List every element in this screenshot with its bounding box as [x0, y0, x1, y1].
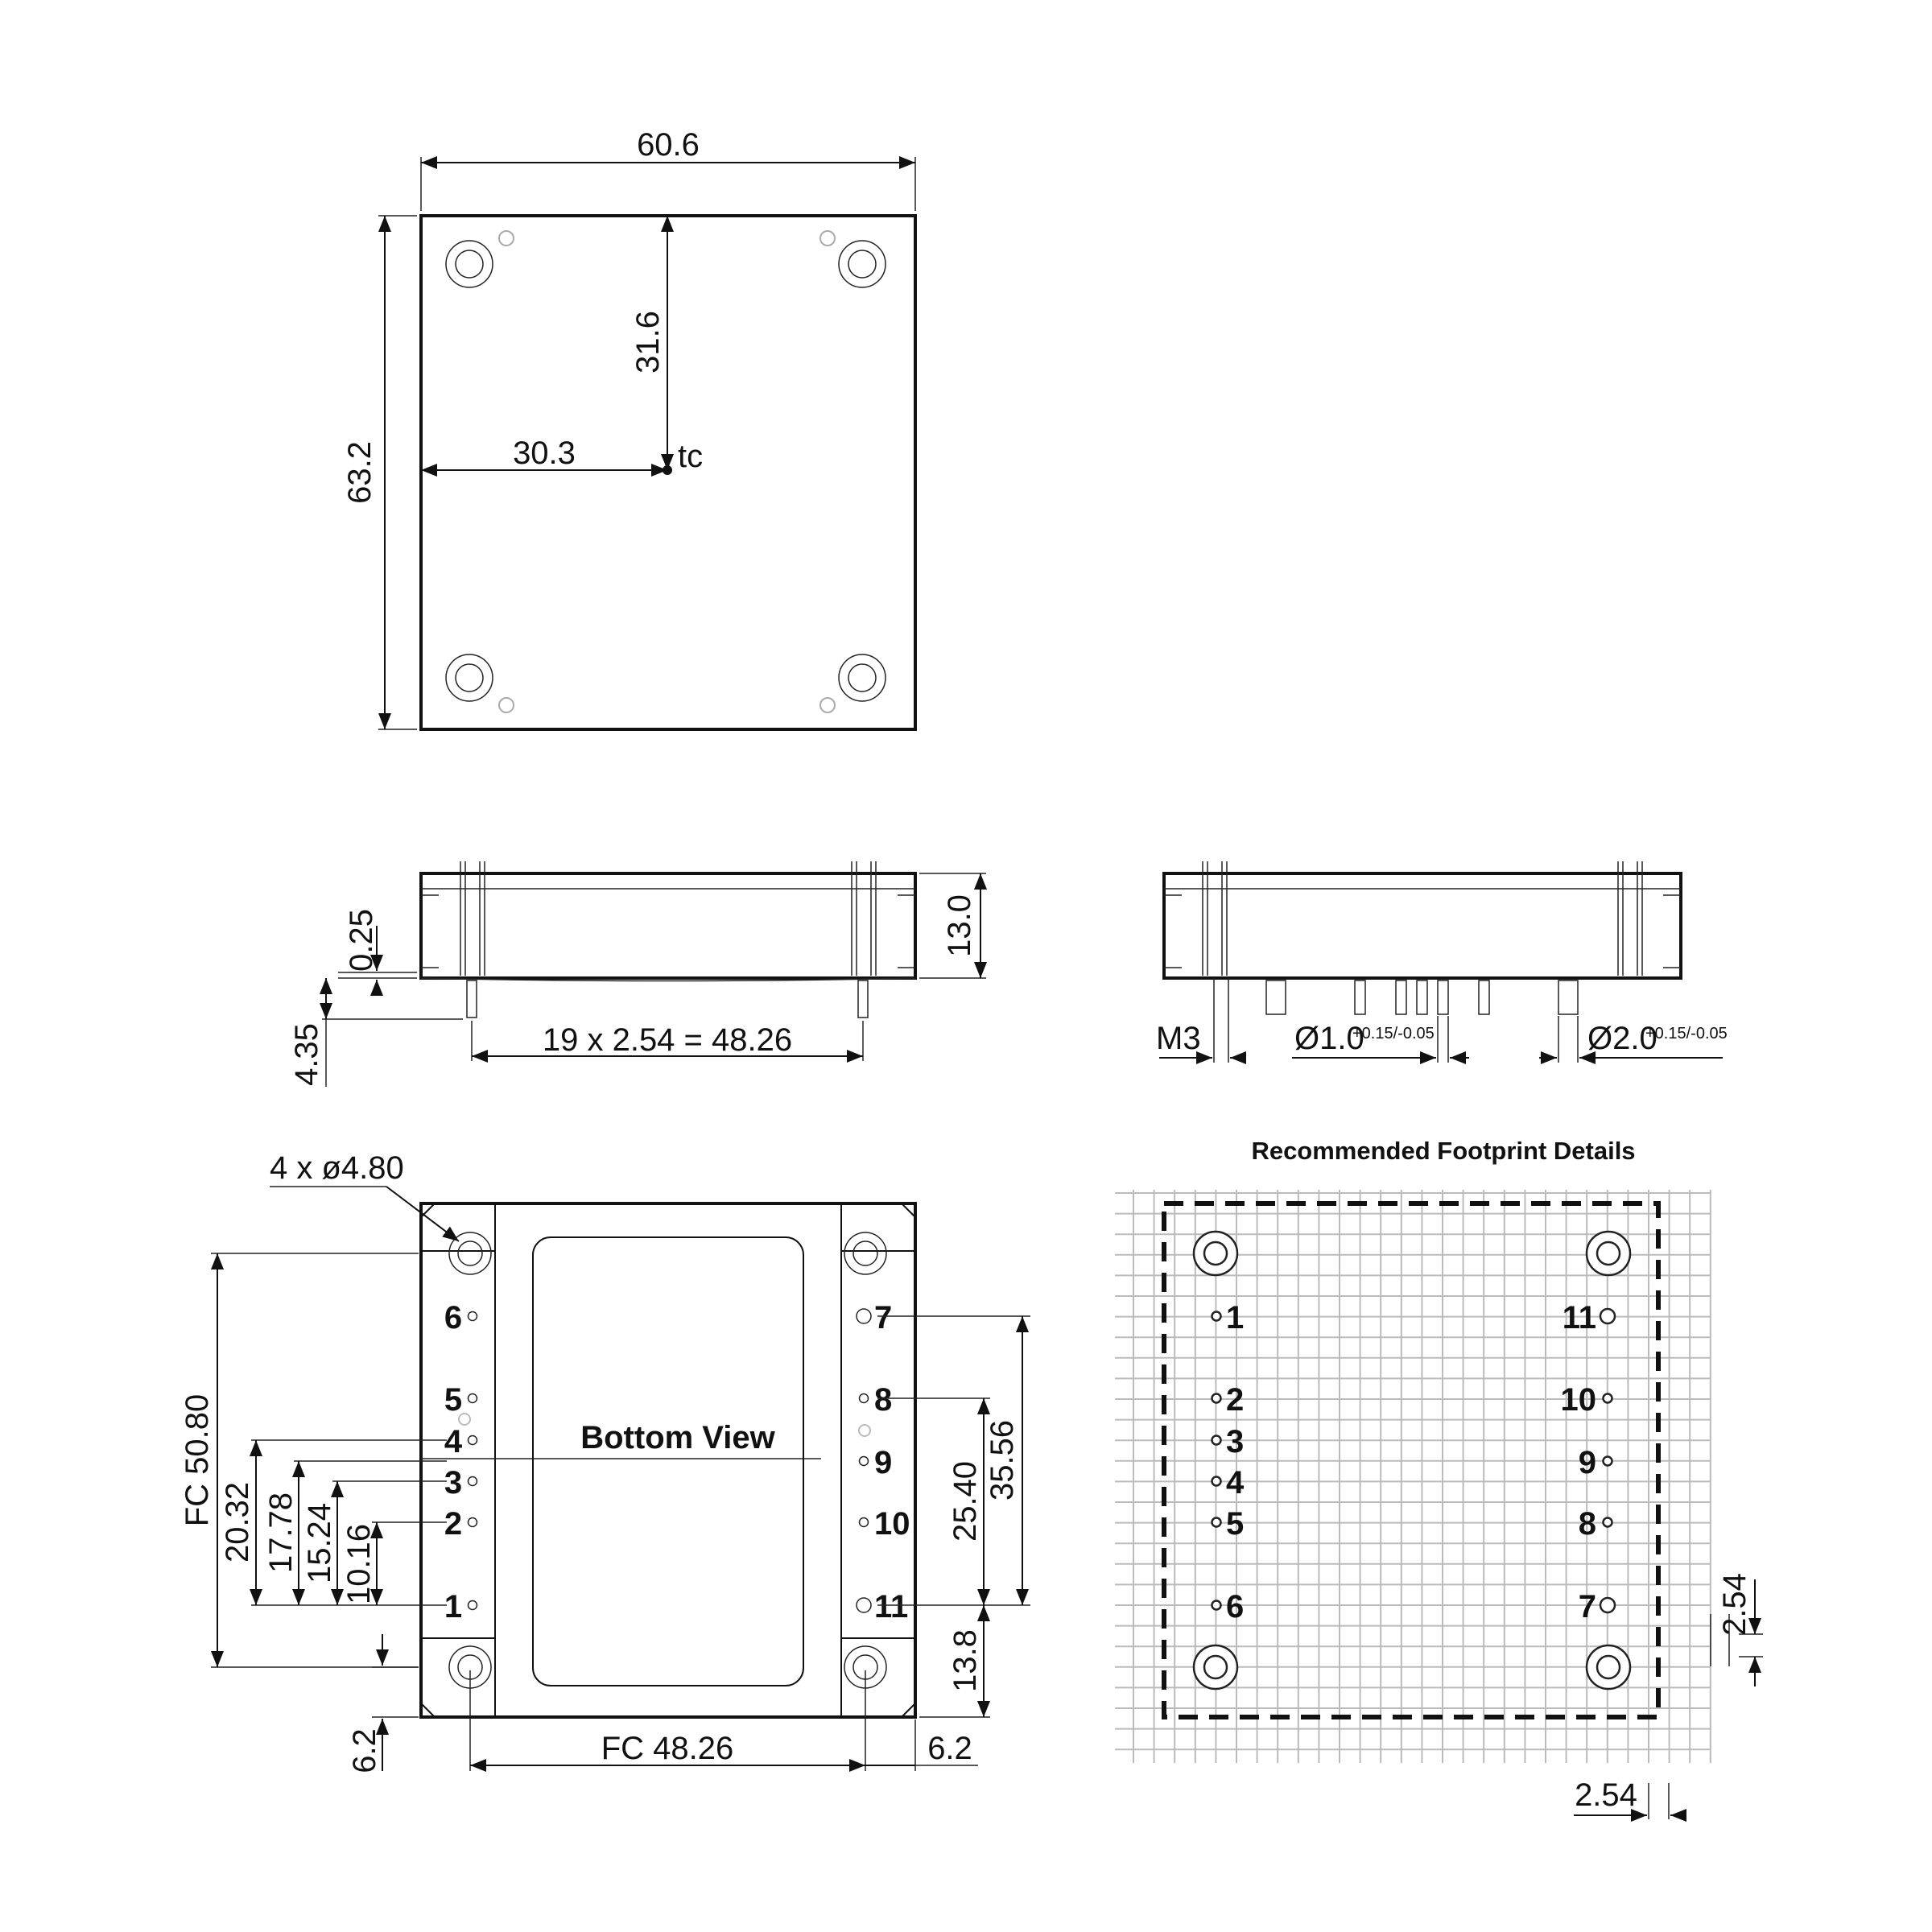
pin-label: 6 [444, 1300, 462, 1335]
pin-label: 8 [874, 1382, 892, 1418]
pin-label: 10 [1561, 1382, 1597, 1418]
pin-label: 3 [1226, 1424, 1244, 1459]
mount-hole-icon [838, 654, 886, 702]
top-height-label: 63.2 [342, 441, 378, 504]
dim-label: 15.24 [302, 1503, 337, 1583]
pin-label: 9 [1579, 1445, 1596, 1480]
pin-label: 1 [1226, 1300, 1244, 1335]
top-width-label: 60.6 [637, 127, 700, 163]
pin-label: 4 [444, 1424, 463, 1459]
pin-label: 3 [444, 1465, 462, 1501]
dim-label: 25.40 [947, 1461, 983, 1542]
pin-label: 2 [444, 1506, 462, 1542]
pin [458, 1311, 478, 1611]
pad [1599, 1307, 1616, 1614]
thread-label: M3 [1156, 1021, 1201, 1056]
pin-label: 5 [1226, 1506, 1244, 1542]
mount-holes-label: 4 x ø4.80 [270, 1150, 404, 1186]
dim-label: 17.78 [263, 1492, 299, 1573]
dim-label: FC 48.26 [601, 1731, 734, 1766]
pin-large-tol-label: +0.15/-0.05 [1645, 1025, 1728, 1042]
tc-y-label: 31.6 [630, 311, 666, 374]
pitch-formula-label: 19 x 2.54 = 48.26 [543, 1022, 792, 1058]
dim-label: 13.8 [947, 1629, 983, 1692]
pin-label: 2 [1226, 1382, 1244, 1418]
dim-label: 6.2 [347, 1728, 382, 1773]
pin-label: 7 [874, 1300, 892, 1335]
tc-point [663, 465, 672, 475]
pin-label: 4 [1226, 1465, 1245, 1501]
tc-label: tc [678, 439, 703, 474]
side-view-right: M3 Ø1.0 +0.15/-0.05 Ø2.0 +0.15/-0.05 [1156, 861, 1728, 1064]
pin-large-dia-label: Ø2.0 [1587, 1021, 1657, 1056]
mount-hole-icon [838, 240, 886, 288]
pin-label: 6 [1226, 1589, 1244, 1624]
dim-label: 35.56 [985, 1420, 1020, 1501]
pin-label: 11 [874, 1589, 908, 1624]
mount-hole-icon [1585, 1644, 1632, 1690]
dim-label: 20.32 [220, 1482, 255, 1563]
grid-pitch-vertical-label: 2.54 [1717, 1573, 1752, 1636]
top-view: 60.6 63.2 31.6 30.3 tc [342, 127, 917, 731]
pin-label: 9 [874, 1445, 892, 1480]
mount-hole-icon [844, 1232, 887, 1275]
pin-label: 1 [444, 1589, 462, 1624]
dim-label: 6.2 [927, 1731, 972, 1766]
bottom-view: Bottom View 4 x ø4.80 6 5 4 3 2 1 [180, 1150, 1030, 1773]
grid-pitch-horizontal-label: 2.54 [1575, 1777, 1637, 1813]
pad [1211, 1311, 1222, 1611]
mount-hole-icon [448, 1232, 492, 1275]
pin-label: 8 [1579, 1506, 1596, 1542]
mount-hole-icon [1192, 1644, 1239, 1690]
mount-hole-icon [445, 240, 493, 288]
pin-label: 7 [1579, 1589, 1596, 1624]
pin-label: 10 [874, 1506, 910, 1542]
side-view-left: 13.0 0.25 4.35 19 x 2.54 = 48.26 [289, 861, 987, 1087]
side-height-label: 13.0 [942, 894, 977, 957]
pin-label: 5 [444, 1382, 462, 1418]
dim-label: FC 50.80 [180, 1394, 215, 1527]
pin-length-label: 4.35 [289, 1023, 324, 1086]
footprint-title: Recommended Footprint Details [1251, 1137, 1635, 1165]
mount-hole-icon [1585, 1230, 1632, 1277]
pin-label: 11 [1563, 1300, 1596, 1335]
footprint: Recommended Footprint Details 1 2 3 4 5 … [1115, 1137, 1763, 1822]
pin [856, 1308, 872, 1613]
bottom-view-title: Bottom View [580, 1420, 775, 1455]
mount-hole-icon [1192, 1230, 1239, 1277]
pin-small-dia-label: Ø1.0 [1294, 1021, 1364, 1056]
tc-x-label: 30.3 [513, 436, 576, 471]
dim-label: 10.16 [341, 1524, 377, 1604]
mount-hole-icon [445, 654, 493, 702]
pin-small-tol-label: +0.15/-0.05 [1352, 1025, 1435, 1042]
standoff-label: 0.25 [344, 909, 379, 972]
footprint-outline [1162, 1201, 1661, 1719]
